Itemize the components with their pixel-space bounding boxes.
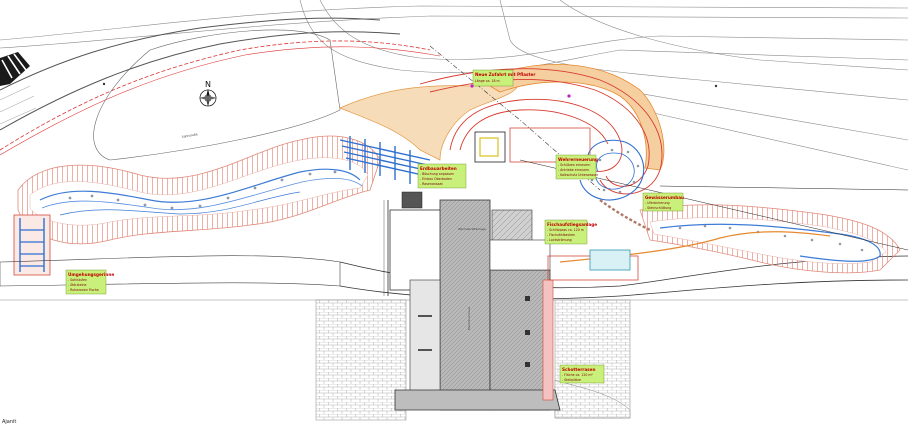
park-area-outline	[93, 29, 341, 161]
svg-text:- Antriebe erneuern: - Antriebe erneuern	[558, 168, 589, 172]
street-label: Sahlstraße	[181, 132, 198, 139]
svg-text:- Rasenansaat: - Rasenansaat	[420, 182, 443, 186]
bottom-left-label: Ajanit	[2, 419, 16, 425]
svg-text:Länge ca. 18 m: Länge ca. 18 m	[475, 79, 500, 83]
note-weir: Wehrerneuerung - Schützen erneuern - Ant…	[555, 154, 599, 180]
note-fishpass: Fischaufstiegsanlage - Schlitzpass ca. 1…	[544, 219, 597, 245]
svg-text:- Einbau Oberboden: - Einbau Oberboden	[420, 177, 452, 181]
svg-text:- Kolkschutz Unterwasser: - Kolkschutz Unterwasser	[558, 173, 599, 177]
svg-text:Fischaufstiegsanlage: Fischaufstiegsanlage	[547, 222, 597, 227]
bypass-channel-left	[17, 135, 381, 245]
svg-text:Schotterrasen: Schotterrasen	[562, 367, 595, 372]
red-structures	[474, 127, 639, 281]
intake-structure	[589, 249, 631, 271]
building-label-top: Wärmekraftanlage	[458, 227, 486, 231]
note-gravel-lawn: Schotterrasen - Fläche ca. 120 m² - Stel…	[559, 364, 605, 384]
svg-text:- Fischzählbecken: - Fischzählbecken	[547, 233, 575, 237]
svg-text:Gewässerumbau: Gewässerumbau	[645, 195, 684, 200]
svg-text:- Steinschüttung: - Steinschüttung	[645, 206, 671, 210]
bypass-channel-right	[639, 204, 901, 274]
svg-text:- Schützen erneuern: - Schützen erneuern	[558, 163, 590, 167]
svg-text:Umgehungsgerinne: Umgehungsgerinne	[68, 272, 114, 277]
note-bypass: Umgehungsgerinne - Sohlstufen - Störstei…	[65, 269, 114, 295]
svg-text:- Ruhezonen Fische: - Ruhezonen Fische	[68, 288, 99, 292]
svg-text:Wehrerneuerung: Wehrerneuerung	[558, 157, 598, 162]
power-station: Wärmekraftanlage Maschinenhaus	[383, 191, 561, 411]
building-label-mid: Maschinenhaus	[467, 306, 471, 330]
north-letter: N	[205, 80, 211, 89]
svg-text:- Ufersicherung: - Ufersicherung	[645, 201, 670, 205]
svg-text:- Stellplätze: - Stellplätze	[562, 378, 581, 382]
paving-left	[315, 299, 407, 421]
svg-text:Erdbauarbeiten: Erdbauarbeiten	[420, 166, 457, 171]
note-channel: Gewässerumbau - Ufersicherung - Steinsch…	[642, 192, 684, 212]
terrain-contours	[0, 0, 908, 301]
road-top-left	[0, 17, 441, 156]
fish-pass-vertical	[542, 279, 554, 401]
svg-text:- Fläche ca. 120 m²: - Fläche ca. 120 m²	[562, 373, 594, 377]
svg-text:- Lockströmung: - Lockströmung	[547, 238, 572, 242]
left-outlet-structure	[13, 214, 51, 276]
svg-text:- Schlitzpass ca. 120 m: - Schlitzpass ca. 120 m	[547, 228, 584, 232]
svg-text:Neue Zufahrt mit Pflaster: Neue Zufahrt mit Pflaster	[475, 72, 536, 77]
note-earthworks: Erdbauarbeiten - Böschung anpassen - Ein…	[417, 163, 467, 189]
note-access: Neue Zufahrt mit Pflaster Länge ca. 18 m	[472, 69, 536, 87]
svg-text:- Sohlstufen: - Sohlstufen	[68, 278, 87, 282]
north-arrow-icon: N	[199, 80, 217, 107]
access-road-paving	[339, 79, 521, 161]
svg-text:- Böschung anpassen: - Böschung anpassen	[420, 172, 454, 176]
svg-text:- Störsteine: - Störsteine	[68, 283, 86, 287]
